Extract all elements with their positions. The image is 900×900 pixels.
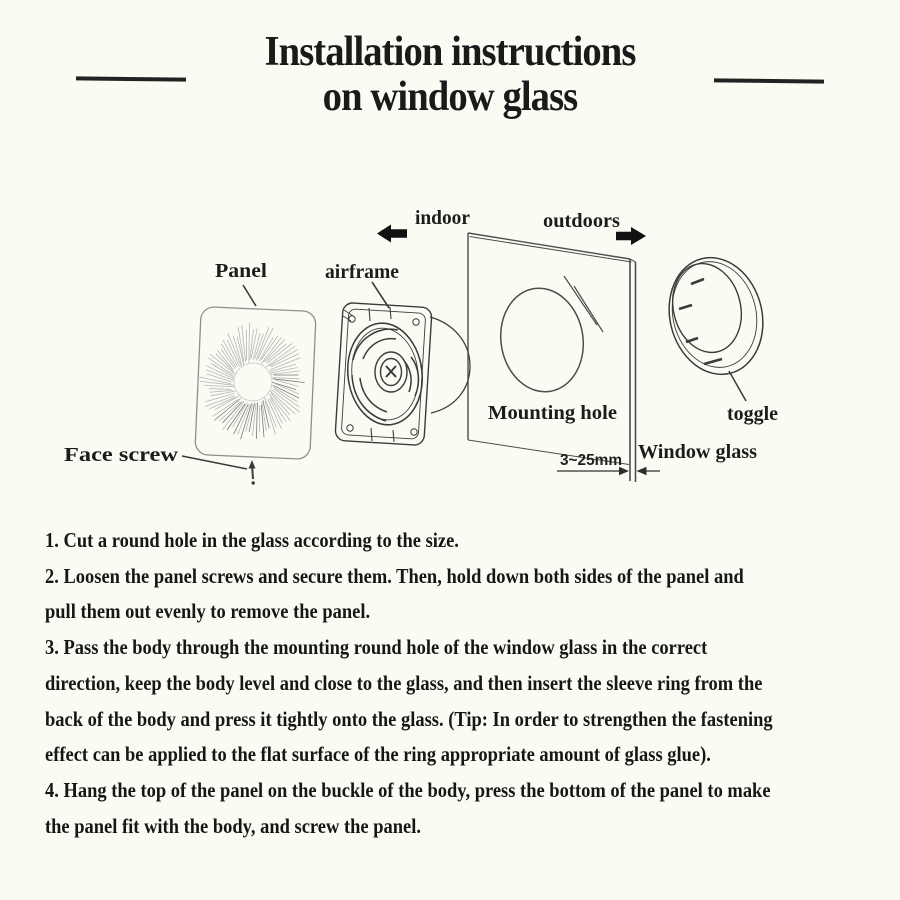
instruction-line: back of the body and press it tightly on…: [45, 706, 773, 731]
airframe-leader-line: [371, 281, 390, 309]
duct-body-outline: [429, 316, 471, 414]
panel-group: [194, 284, 317, 460]
airframe-group: [334, 281, 471, 446]
outdoor-arrow-icon: [616, 227, 646, 245]
face-screw-group: [181, 455, 256, 485]
toggle-leader-line: [728, 370, 747, 402]
airframe-label: airframe: [325, 262, 399, 283]
panel-leader-line: [242, 284, 257, 307]
direction-arrows: [377, 224, 646, 245]
page-title-line1: Installation instructions: [264, 29, 637, 75]
dimension-arrow-left-icon: [636, 466, 647, 476]
glass-thickness-label: 3~25mm: [560, 452, 622, 469]
hub-screw-icon: [385, 365, 397, 378]
instruction-line: pull them out evenly to remove the panel…: [45, 599, 371, 624]
dimension-arrow-right-icon: [619, 466, 629, 476]
face-screw-leader-line: [181, 455, 248, 470]
panel-label: Panel: [215, 261, 268, 282]
instruction-line: effect can be applied to the flat surfac…: [45, 742, 711, 767]
mounting-hole-label: Mounting hole: [488, 403, 617, 424]
face-screw-label: Face screw: [64, 445, 178, 466]
indoor-arrow-icon: [377, 224, 407, 243]
instruction-line: 4. Hang the top of the panel on the buck…: [45, 777, 771, 802]
toggle-clips: [678, 277, 723, 366]
window-glass-group: [467, 232, 637, 482]
window-glass-label: Window glass: [638, 442, 757, 463]
toggle-group: [668, 256, 764, 402]
page-title-line2: on window glass: [322, 74, 579, 120]
outdoors-label: outdoors: [543, 211, 620, 232]
instruction-line: 3. Pass the body through the mounting ro…: [45, 635, 708, 660]
instruction-line: 2. Loosen the panel screws and secure th…: [45, 563, 744, 588]
page-title: Installation instructions on window glas…: [0, 30, 900, 120]
diagram-labels: Panel airframe indoor outdoors Mounting …: [64, 208, 778, 469]
instruction-line: the panel fit with the body, and screw t…: [45, 813, 421, 838]
panel-grille: [199, 322, 305, 440]
mounting-hole-outline: [499, 287, 585, 393]
glass-thickness-dimension: [557, 466, 660, 476]
instruction-line: direction, keep the body level and close…: [45, 670, 763, 695]
instruction-line: 1. Cut a round hole in the glass accordi…: [45, 528, 459, 552]
indoor-label: indoor: [415, 208, 470, 229]
glass-reflection-lines: [563, 275, 604, 333]
instruction-steps: 1. Cut a round hole in the glass accordi…: [45, 523, 865, 844]
toggle-label: toggle: [727, 404, 778, 425]
